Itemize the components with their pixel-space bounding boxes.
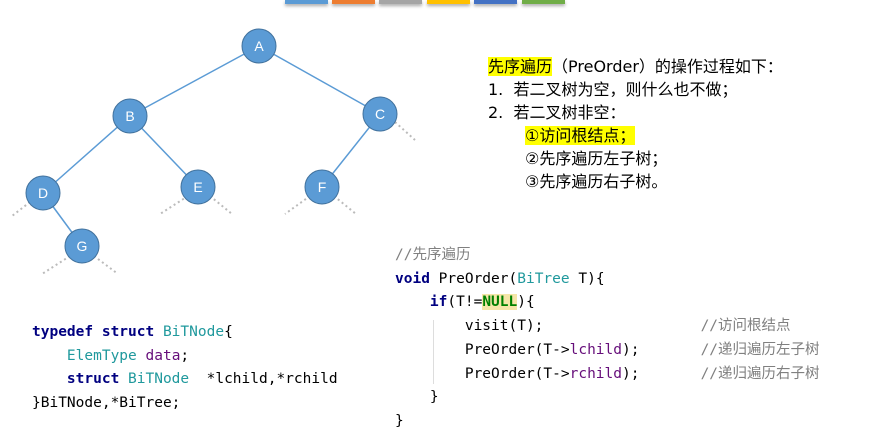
node-label: E — [193, 179, 202, 195]
null-links — [11, 121, 416, 275]
step-1: ①访问根结点； — [525, 126, 636, 145]
color-bar-5 — [474, 0, 517, 4]
node-a — [241, 28, 277, 64]
preorder-description: 先序遍历（PreOrder）的操作过程如下： 1. 若二叉树为空，则什么也不做；… — [488, 55, 783, 193]
step-2: ②先序遍历左子树； — [525, 149, 668, 168]
node-b — [112, 98, 148, 134]
item-num: 1. — [488, 80, 504, 99]
edge-a-c — [258, 45, 381, 115]
node-c — [362, 96, 398, 132]
color-bar-1 — [285, 0, 328, 4]
item-num: 2. — [488, 103, 504, 122]
node-label: C — [375, 106, 385, 122]
binary-tree: A B C D E F G — [11, 28, 416, 275]
node-label: G — [77, 238, 88, 254]
node-label: A — [254, 38, 264, 54]
node-e — [180, 169, 216, 205]
node-f — [304, 169, 340, 205]
color-bar-2 — [332, 0, 375, 4]
title-highlight: 先序遍历 — [488, 57, 553, 76]
color-bar-3 — [379, 0, 422, 4]
node-label: F — [318, 179, 327, 195]
edge-a-b — [129, 45, 260, 117]
edge-b-d — [42, 115, 131, 194]
node-label: B — [125, 108, 134, 124]
step-3: ③先序遍历右子树。 — [525, 172, 668, 191]
color-bar-4 — [427, 0, 470, 4]
struct-definition-code: typedef struct BiTNode{ ElemType data; s… — [32, 324, 338, 412]
item-text: 若二叉树为空，则什么也不做； — [513, 80, 738, 99]
node-label: D — [38, 185, 48, 201]
node-g — [64, 228, 100, 264]
title-rest: （PreOrder）的操作过程如下： — [552, 57, 783, 76]
node-d — [25, 175, 61, 211]
preorder-code: //先序遍历 void PreOrder(BiTree T){ if(T!=NU… — [395, 247, 820, 429]
color-bar-6 — [522, 0, 565, 4]
item-text: 若二叉树非空： — [513, 103, 626, 122]
